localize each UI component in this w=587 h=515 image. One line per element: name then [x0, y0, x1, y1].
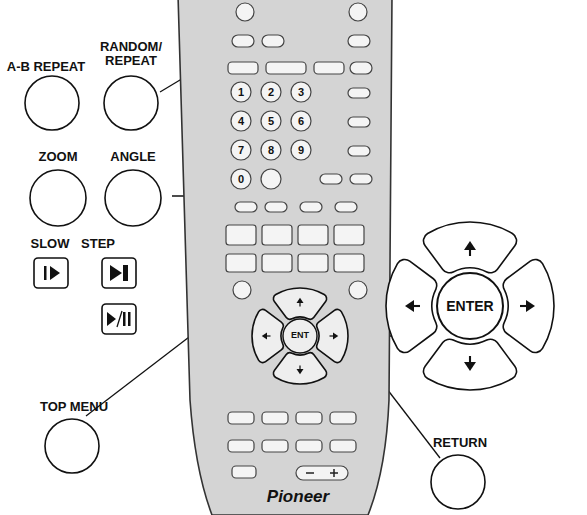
- arrow-head: [297, 369, 304, 374]
- arrow-head: [297, 298, 304, 303]
- key-label: ENT: [291, 331, 309, 341]
- pad-lobe: [273, 353, 326, 384]
- key-number: 2: [268, 86, 274, 98]
- pad-lobe: [252, 309, 283, 362]
- remote-body: [178, 0, 392, 515]
- button-name: ZOOM: [39, 150, 78, 164]
- button-name: RETURN: [433, 436, 487, 450]
- key-number: 7: [238, 144, 244, 156]
- button-name: TOP MENU: [40, 400, 108, 414]
- arrow-head: [262, 333, 267, 340]
- button-name: ANGLE: [110, 150, 156, 164]
- arrow-head: [526, 300, 535, 312]
- enter-button-small: [283, 319, 317, 353]
- pad-lobe: [386, 259, 437, 352]
- button-icons: [44, 265, 131, 327]
- key-number: 5: [268, 115, 274, 127]
- key-number: 8: [268, 144, 274, 156]
- key-number: 4: [238, 115, 244, 127]
- key-number: 0: [238, 173, 244, 185]
- key-number: 9: [298, 144, 304, 156]
- key-number: 6: [298, 115, 304, 127]
- remote-buttons: [226, 3, 372, 480]
- button-name: A-B REPEAT: [7, 60, 85, 74]
- brand-logo: Pioneer: [267, 488, 329, 507]
- button-name: STEP: [81, 237, 115, 251]
- pad-lobe: [423, 222, 516, 273]
- key-number: 1: [238, 86, 244, 98]
- callout-buttons: [25, 76, 485, 509]
- arrow-head: [464, 362, 476, 371]
- enter-button: ENTER: [436, 272, 504, 340]
- key-number: 3: [298, 86, 304, 98]
- arrow-head: [333, 333, 338, 340]
- pad-lobe: [273, 288, 326, 319]
- enter-dpad: [386, 222, 554, 390]
- button-name: SLOW: [31, 237, 70, 251]
- arrow-head: [464, 241, 476, 250]
- pad-lobe: [423, 339, 516, 390]
- arrow-head: [405, 300, 414, 312]
- button-name: RANDOM/ REPEAT: [100, 40, 162, 69]
- pad-lobe: [317, 309, 348, 362]
- pad-lobe: [503, 259, 554, 352]
- remote-dpad: [252, 288, 348, 384]
- volume-marks: [306, 469, 338, 477]
- button-label: ENTER: [446, 298, 493, 314]
